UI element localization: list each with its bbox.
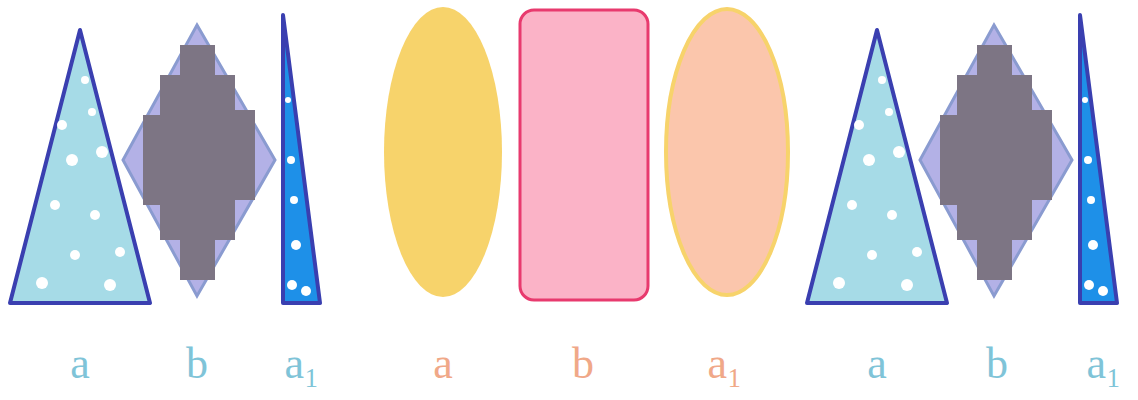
part-label: b — [572, 342, 594, 386]
part-label: a₁ — [285, 342, 320, 386]
part-label: a₁ — [1087, 342, 1122, 386]
pink-rectangle — [520, 10, 648, 300]
dots — [36, 76, 125, 291]
shape-group — [10, 15, 320, 303]
part-label: a — [867, 342, 887, 386]
right-triangle-shape — [283, 15, 320, 303]
shape-group-copy — [807, 15, 1117, 303]
part-label: b — [186, 342, 208, 386]
part-label: b — [986, 342, 1008, 386]
part-label: a — [70, 342, 90, 386]
grey-blob — [143, 45, 255, 280]
dots — [285, 97, 311, 296]
peach-ellipse — [666, 9, 788, 295]
part-label: a₁ — [708, 342, 743, 386]
yellow-ellipse — [384, 7, 502, 297]
diamond-shape — [123, 25, 275, 296]
part-label: a — [433, 342, 453, 386]
